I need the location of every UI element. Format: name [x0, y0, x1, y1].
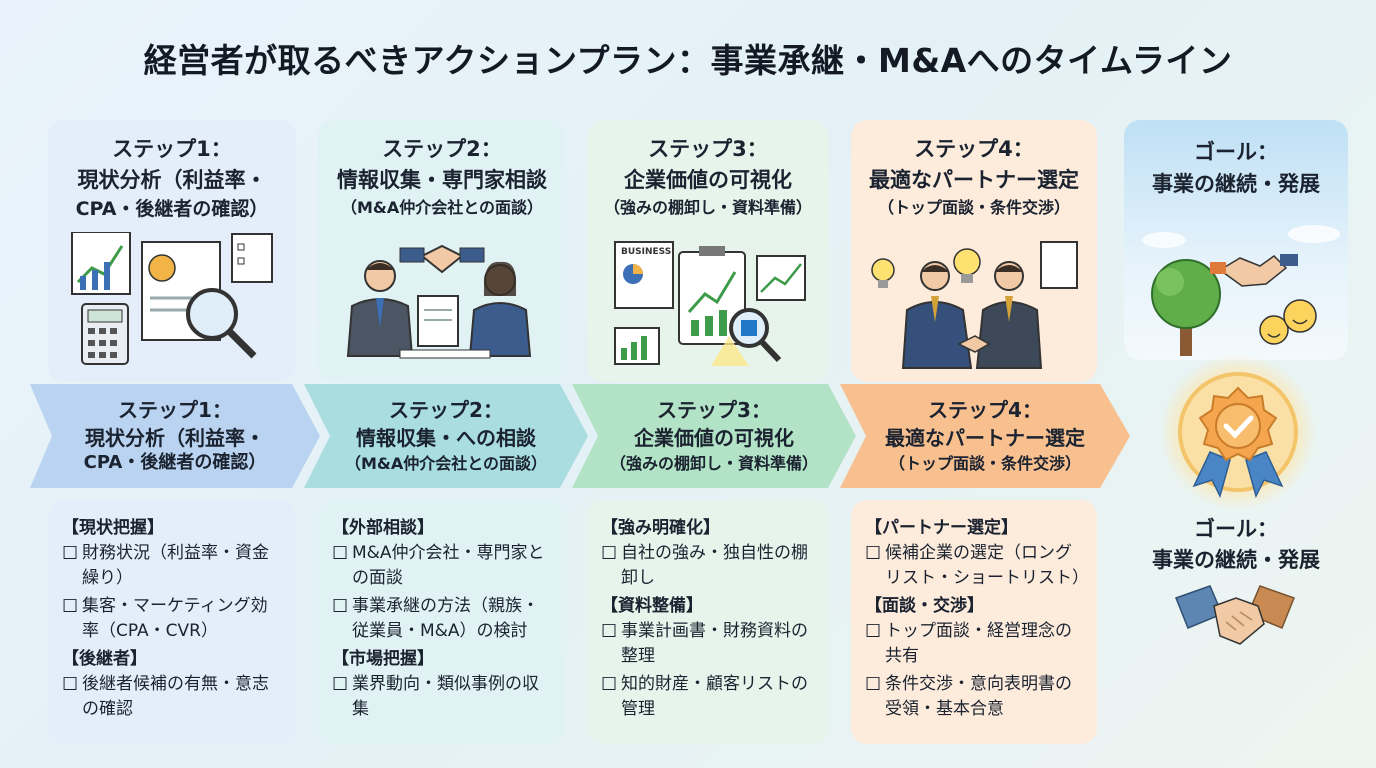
step-subtitle: （強みの棚卸し・資料準備） — [603, 198, 812, 217]
valuation-illustration-icon: BUSINESS — [614, 241, 806, 366]
step2-detail-card: 【外部相談】 ☐M&A仲介会社・専門家との面談 ☐事業承継の方法（親族・従業員・… — [318, 500, 566, 744]
step-label: ステップ1： — [112, 137, 232, 161]
checkbox-icon: ☐ — [332, 596, 349, 617]
analysis-illustration-icon — [71, 232, 273, 365]
arrow-step-subtitle: （トップ面談・条件交渉） — [888, 454, 1081, 473]
step3-detail-card: 【強み明確化】 ☐自社の強み・独自性の棚卸し 【資料整備】 ☐事業計画書・財務資… — [587, 500, 829, 744]
step-title: 企業価値の可視化 — [624, 168, 792, 192]
growth-tree-icon — [1142, 225, 1340, 356]
arrow-step-label: ステップ3： — [657, 398, 771, 422]
checklist-item: ☐トップ面談・経営理念の共有 — [865, 619, 1081, 669]
step2-top-card: ステップ2： 情報収集・専門家相談 （M&A仲介会社との面談） — [318, 120, 566, 382]
checkbox-icon: ☐ — [62, 674, 79, 695]
checklist-item: ☐財務状況（利益率・資金繰り） — [62, 541, 280, 591]
arrow-shape — [30, 384, 320, 488]
checklist-item: ☐業界動向・類似事例の収集 — [332, 672, 550, 722]
step-subtitle: （M&A仲介会社との面談） — [340, 198, 544, 217]
step-title: 現状分析（利益率・ — [77, 168, 267, 192]
checkbox-icon: ☐ — [601, 674, 618, 695]
step-subtitle: （トップ面談・条件交渉） — [877, 198, 1070, 217]
step-title-2: CPA・後継者の確認） — [75, 198, 269, 220]
detail-heading: 【後継者】 — [62, 649, 147, 669]
detail-heading: 【強み明確化】 — [601, 518, 720, 538]
detail-heading: 【外部相談】 — [332, 518, 434, 538]
checklist-item: ☐事業承継の方法（親族・従業員・M&A）の検討 — [332, 594, 550, 644]
consultation-illustration-icon — [346, 244, 532, 359]
checklist-item: ☐知的財産・顧客リストの管理 — [601, 672, 813, 722]
step4-arrow: ステップ4： 最適なパートナー選定 （トップ面談・条件交渉） — [840, 384, 1130, 488]
arrow-shape — [572, 384, 856, 488]
business-doc-label: BUSINESS — [621, 247, 671, 257]
arrow-step-label: ステップ4： — [928, 398, 1042, 422]
page-title: 経営者が取るべきアクションプラン：事業承継・M&Aへのタイムライン — [143, 41, 1233, 80]
achievement-medal-icon — [1160, 354, 1316, 510]
checklist-item: ☐集客・マーケティング効率（CPA・CVR） — [62, 594, 280, 644]
step4-top-card: ステップ4： 最適なパートナー選定 （トップ面談・条件交渉） — [851, 120, 1097, 382]
arrow-step-title: 情報収集・への相談 — [356, 426, 536, 450]
checkbox-icon: ☐ — [332, 674, 349, 695]
checklist-item: ☐M&A仲介会社・専門家との面談 — [332, 541, 550, 591]
goal-title: 事業の継続・発展 — [1152, 172, 1320, 196]
detail-heading: 【現状把握】 — [62, 518, 164, 538]
detail-heading: 【パートナー選定】 — [865, 518, 1018, 538]
goal-label: ゴール： — [1194, 140, 1278, 164]
goal-top-card: ゴール： 事業の継続・発展 — [1124, 120, 1348, 360]
checklist-item: ☐自社の強み・独自性の棚卸し — [601, 541, 813, 591]
goal-label: ゴール： — [1194, 517, 1278, 541]
partner-handshake-illustration-icon — [871, 241, 1078, 369]
checkbox-icon: ☐ — [865, 674, 882, 695]
step-title: 最適なパートナー選定 — [869, 168, 1079, 192]
step-label: ステップ4： — [914, 137, 1034, 161]
step4-detail-card: 【パートナー選定】 ☐候補企業の選定（ロングリスト・ショートリスト） 【面談・交… — [851, 500, 1097, 744]
step2-arrow: ステップ2： 情報収集・への相談 （M&A仲介会社との面談） — [304, 384, 588, 488]
arrow-step-subtitle: （強みの棚卸し・資料準備） — [609, 454, 818, 473]
arrow-step-title: 企業価値の可視化 — [634, 426, 794, 450]
checklist-item: ☐候補企業の選定（ロングリスト・ショートリスト） — [865, 541, 1089, 591]
step-label: ステップ3： — [648, 137, 768, 161]
checkbox-icon: ☐ — [865, 621, 882, 642]
arrow-step-title-2: CPA・後継者の確認） — [83, 452, 267, 473]
checkbox-icon: ☐ — [601, 621, 618, 642]
checkbox-icon: ☐ — [865, 543, 882, 564]
arrow-step-label: ステップ2： — [389, 398, 503, 422]
arrow-step-subtitle: （M&A仲介会社との面談） — [344, 454, 548, 473]
goal-title: 事業の継続・発展 — [1152, 548, 1320, 572]
checklist-item: ☐条件交渉・意向表明書の受領・基本合意 — [865, 672, 1081, 722]
arrow-step-title: 現状分析（利益率・ — [85, 426, 265, 450]
goal-bottom: ゴール： 事業の継続・発展 — [1124, 514, 1348, 576]
arrow-shape — [840, 384, 1130, 488]
checkbox-icon: ☐ — [62, 543, 79, 564]
detail-heading: 【面談・交渉】 — [865, 596, 984, 616]
step1-arrow: ステップ1： 現状分析（利益率・ CPA・後継者の確認） — [30, 384, 320, 488]
checkbox-icon: ☐ — [332, 543, 349, 564]
arrow-step-label: ステップ1： — [118, 398, 232, 422]
checkbox-icon: ☐ — [62, 596, 79, 617]
step-label: ステップ2： — [382, 137, 502, 161]
step-title: 情報収集・専門家相談 — [337, 168, 547, 192]
arrow-step-title: 最適なパートナー選定 — [885, 426, 1085, 450]
handshake-icon — [1175, 585, 1295, 645]
checkbox-icon: ☐ — [601, 543, 618, 564]
step3-arrow: ステップ3： 企業価値の可視化 （強みの棚卸し・資料準備） — [572, 384, 856, 488]
checklist-item: ☐後継者候補の有無・意志の確認 — [62, 672, 280, 722]
step1-top-card: ステップ1： 現状分析（利益率・ CPA・後継者の確認） — [48, 120, 296, 382]
checklist-item: ☐事業計画書・財務資料の整理 — [601, 619, 813, 669]
step1-detail-card: 【現状把握】 ☐財務状況（利益率・資金繰り） ☐集客・マーケティング効率（CPA… — [48, 500, 296, 744]
arrow-shape — [304, 384, 588, 488]
detail-heading: 【市場把握】 — [332, 649, 434, 669]
step3-top-card: ステップ3： 企業価値の可視化 （強みの棚卸し・資料準備） BUSINESS — [587, 120, 829, 382]
detail-heading: 【資料整備】 — [601, 596, 703, 616]
